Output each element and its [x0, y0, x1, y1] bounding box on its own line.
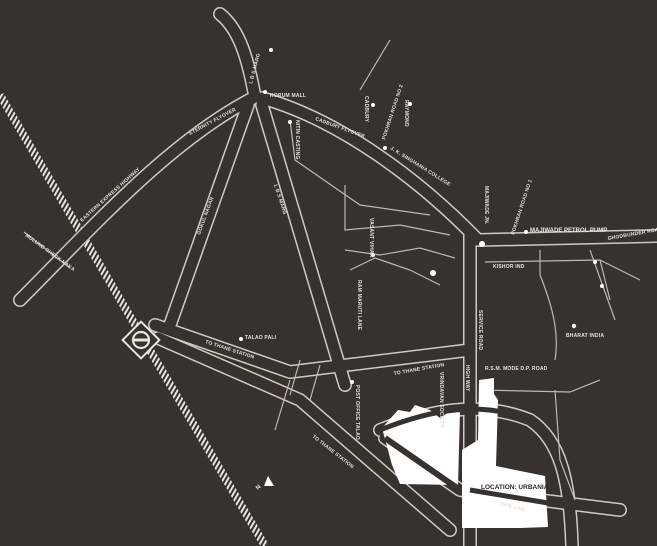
bharat-india-label: BHARAT INDIA	[566, 333, 604, 339]
korum-mall-label: KORUM MALL	[270, 93, 306, 99]
majiwade-petrol-pump-label: MAJIWADE PETROL PUMP	[530, 228, 607, 234]
urbania-site: LOCATION: URBANIA	[379, 378, 561, 528]
kishor-ind-label: KISHOR IND	[493, 264, 525, 270]
pokhran-road-2-label: POKHRAN ROAD NO 2	[381, 84, 405, 141]
road-network	[13, 7, 657, 546]
service-road-label: SERVICE ROAD	[477, 310, 483, 351]
landmark-labels: KORUM MALL NITIN CASTING CADBURY RAYMOND…	[245, 93, 607, 440]
vasant-vihar-label: VASANT VIHAR	[368, 218, 374, 258]
cadbury-label: CADBURY	[363, 96, 369, 123]
vrindavan-society-label: VRINDAVAN SOCIETY	[438, 372, 444, 428]
high-way-label: HIGH WAY	[464, 365, 470, 392]
raymond-label: RAYMOND	[403, 100, 409, 127]
post-office-talao-label: POST OFFICE TALAO	[354, 385, 360, 440]
talao-pali-label: TALAO PALI	[245, 335, 277, 341]
north-arrow-icon: N	[255, 476, 274, 491]
north-label: N	[255, 484, 262, 491]
railway-station-icon	[121, 320, 161, 360]
eternity-flyover-label: ETERNITY FLYOVER	[188, 107, 237, 137]
location-label: LOCATION: URBANIA	[481, 484, 549, 491]
railway-line	[0, 92, 269, 546]
majiwade-jn-label: MAJIWADE JN.	[483, 186, 489, 225]
ram-maruti-lane-label: RAM MARUTI LANE	[356, 280, 362, 331]
landmark-markers	[239, 48, 604, 384]
dp-road-label: R.S.M. MODE D.P. ROAD	[485, 366, 548, 372]
road-labels: EASTERN EXPRESS HIGHWAY ETERNITY FLYOVER…	[24, 53, 657, 514]
nitin-casting-label: NITIN CASTING	[294, 120, 300, 160]
